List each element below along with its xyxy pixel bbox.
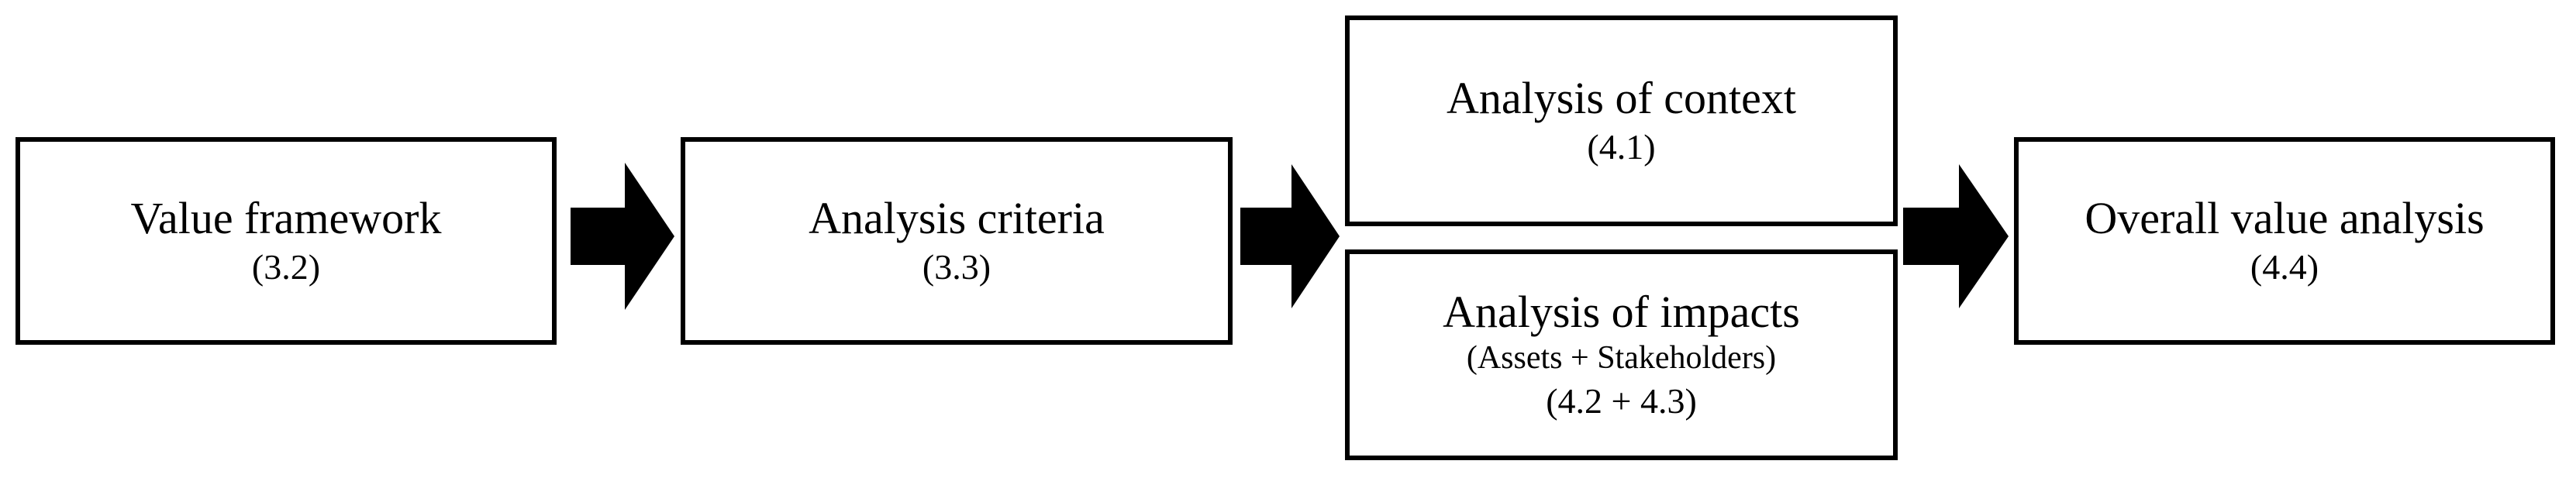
analysis-impacts-subtitle: (Assets + Stakeholders)	[1466, 340, 1777, 377]
analysis-criteria-ref: (3.3)	[922, 246, 991, 287]
overall-value-title: Overall value analysis	[2085, 192, 2485, 243]
analysis-criteria-title: Analysis criteria	[809, 192, 1105, 243]
value-framework-box: Value framework (3.2)	[16, 137, 557, 345]
analysis-context-ref: (4.1)	[1587, 126, 1656, 167]
analysis-context-title: Analysis of context	[1446, 72, 1797, 123]
arrow-right-icon	[1903, 164, 2009, 308]
value-framework-ref: (3.2)	[251, 246, 321, 287]
arrow-right-icon	[1240, 164, 1340, 308]
analysis-context-box: Analysis of context (4.1)	[1345, 15, 1898, 226]
overall-value-ref: (4.4)	[2250, 246, 2319, 287]
arrow-right-icon	[571, 163, 674, 310]
analysis-criteria-box: Analysis criteria (3.3)	[681, 137, 1233, 345]
analysis-impacts-title: Analysis of impacts	[1443, 286, 1800, 337]
analysis-impacts-ref: (4.2 + 4.3)	[1546, 380, 1697, 421]
value-framework-title: Value framework	[130, 192, 442, 243]
overall-value-box: Overall value analysis (4.4)	[2014, 137, 2555, 345]
analysis-impacts-box: Analysis of impacts (Assets + Stakeholde…	[1345, 249, 1898, 460]
